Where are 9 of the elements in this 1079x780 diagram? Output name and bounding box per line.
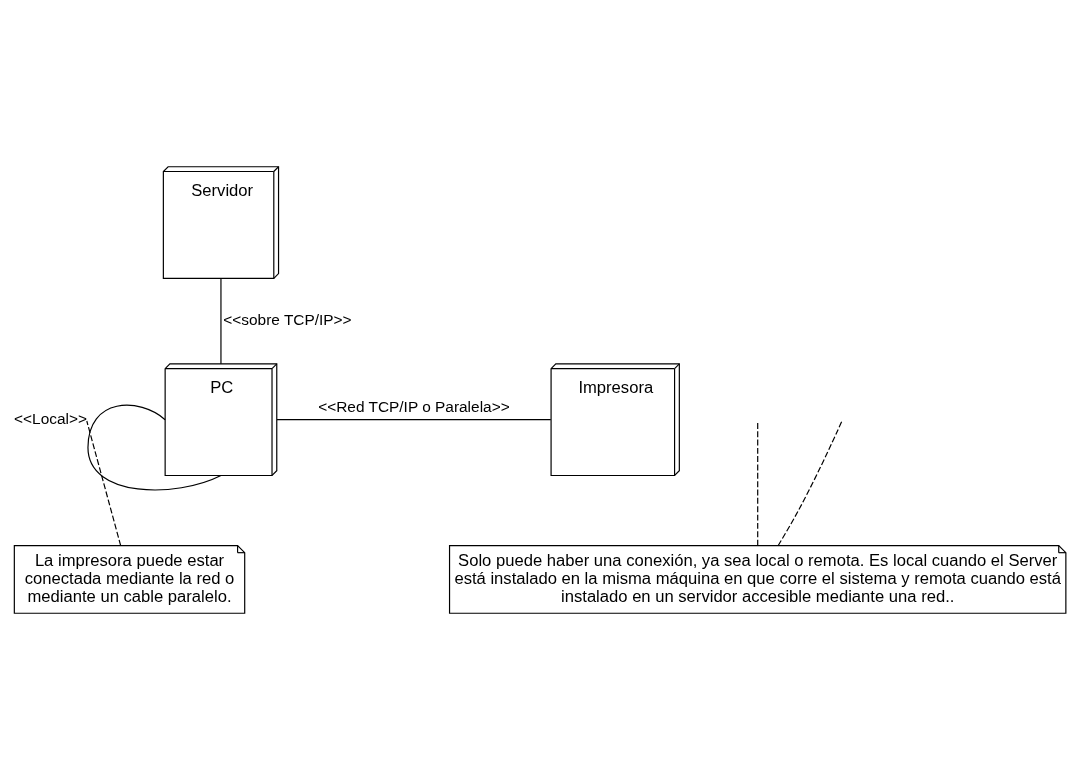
edge-label: <<sobre TCP/IP>> (223, 311, 352, 329)
connector (220, 277, 222, 365)
connector (777, 420, 843, 547)
connector (757, 420, 759, 546)
edge-label: <<Local>> (14, 409, 87, 427)
edge-label: <<Red TCP/IP o Paralela>> (318, 397, 510, 415)
connector (87, 404, 222, 491)
connector (276, 419, 552, 421)
connector (86, 420, 122, 546)
